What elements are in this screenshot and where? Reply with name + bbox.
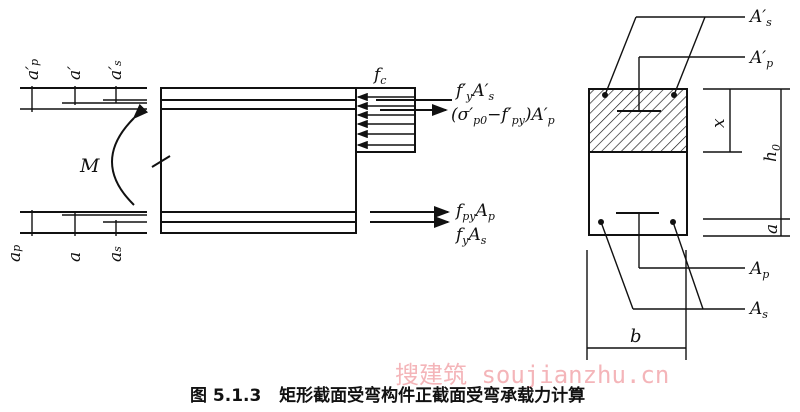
label-As: As — [748, 299, 768, 321]
svg-text:a′p: a′p — [23, 59, 43, 80]
left-reinforcement-lines — [20, 86, 147, 236]
force-label-fy-As: fyAs — [454, 225, 487, 247]
break-mark — [151, 155, 171, 168]
watermark: 搜建筑 soujianzhu.cn — [395, 361, 669, 389]
left-dimension-labels: a′p a′ a′s ap a as — [5, 59, 126, 262]
svg-text:as: as — [106, 246, 126, 262]
dim-a-label: a — [762, 224, 782, 234]
svg-text:a′s: a′s — [106, 60, 126, 80]
figure-caption: 图 5.1.3 矩形截面受弯构件正截面受弯承载力计算 — [190, 385, 585, 406]
force-label-fy-As-prime: f′yA′s — [454, 81, 495, 103]
label-Ap: Ap — [748, 259, 769, 281]
dim-x-label: x — [709, 118, 729, 128]
label-Ap-prime: A′p — [748, 48, 773, 70]
svg-text:ap: ap — [5, 245, 25, 262]
moment-arrow — [111, 103, 149, 206]
force-label-prestress: (σ′p0−f′py)A′p — [451, 105, 555, 127]
dim-b-label: b — [630, 326, 642, 347]
force-label-fpy-Ap: fpyAp — [454, 201, 495, 223]
svg-text:a: a — [65, 252, 85, 262]
svg-text:a′: a′ — [65, 66, 85, 80]
label-As-prime: A′s — [748, 7, 772, 29]
beam-segment — [151, 87, 357, 234]
dim-h0-label: h0 — [761, 144, 783, 162]
concrete-stress-block — [355, 87, 416, 153]
moment-label: M — [79, 155, 100, 177]
fc-label: fc — [372, 65, 386, 87]
cross-section — [586, 16, 790, 360]
